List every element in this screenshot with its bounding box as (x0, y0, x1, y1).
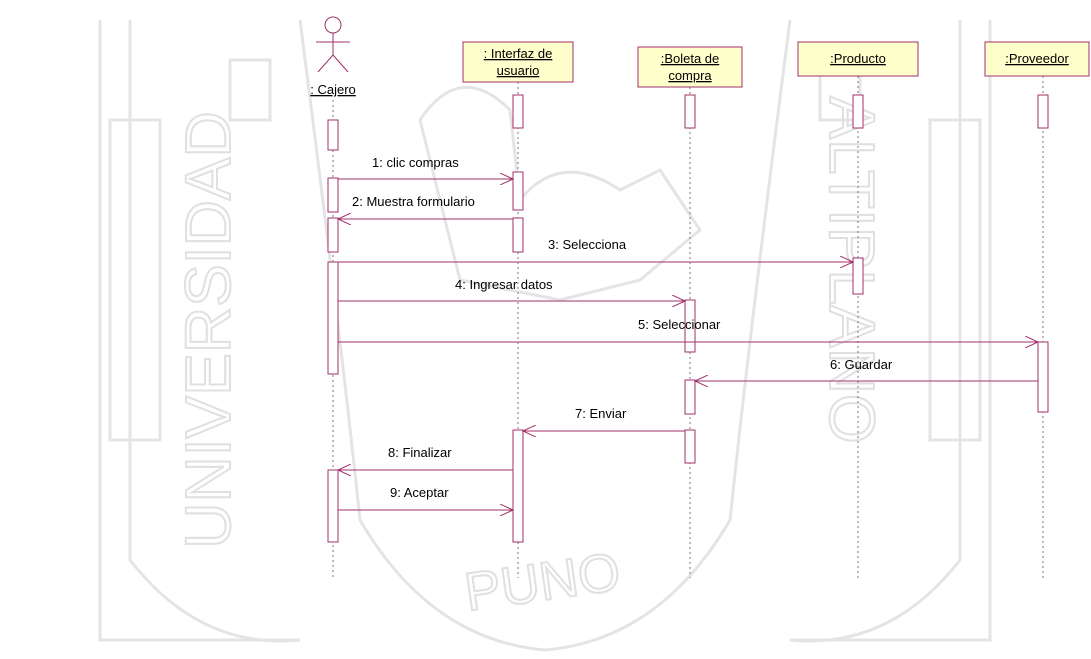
message-label-2: 2: Muestra formulario (352, 194, 475, 209)
actor-head (324, 16, 342, 34)
object-label: :Producto (830, 51, 886, 66)
actor-cajero[interactable]: : Cajero (310, 16, 356, 97)
message-label-3: 3: Selecciona (548, 237, 627, 252)
activation-bar (1037, 94, 1049, 129)
activation-bar (327, 217, 339, 253)
message-label-9: 9: Aceptar (390, 485, 449, 500)
object-label: :Proveedor (1005, 51, 1069, 66)
object-boleta-compra[interactable]: :Boleta de compra (637, 46, 743, 88)
activation-bar (327, 119, 339, 151)
object-label-line2: usuario (497, 63, 540, 78)
watermark-right-text: ALTIPLANO (816, 96, 888, 443)
message-label-6: 6: Guardar (830, 357, 893, 372)
object-label-line1: : Interfaz de (484, 46, 553, 61)
activation-bar (327, 177, 339, 213)
activation-bar (512, 429, 524, 543)
activation-bar (512, 217, 524, 253)
object-proveedor[interactable]: :Proveedor (984, 41, 1090, 77)
object-producto[interactable]: :Producto (797, 41, 919, 77)
activation-bar (327, 469, 339, 543)
message-label-1: 1: clic compras (372, 155, 459, 170)
activation-bar (684, 299, 696, 353)
activation-bar (512, 94, 524, 129)
message-label-8: 8: Finalizar (388, 445, 452, 460)
activation-bar (852, 257, 864, 295)
activation-bar (852, 94, 864, 129)
activation-bar (327, 261, 339, 375)
object-interfaz-usuario[interactable]: : Interfaz de usuario (462, 41, 574, 83)
activation-bar (684, 379, 696, 415)
watermark-left-text: UNIVERSIDAD (172, 111, 244, 548)
activation-bar (512, 171, 524, 211)
object-label-line2: compra (668, 68, 712, 83)
activation-bar (684, 94, 696, 129)
activation-bar (684, 429, 696, 464)
message-label-7: 7: Enviar (575, 406, 627, 421)
object-label-line1: :Boleta de (661, 51, 720, 66)
message-label-4: 4: Ingresar datos (455, 277, 553, 292)
activation-bar (1037, 341, 1049, 413)
actor-label: : Cajero (310, 82, 356, 97)
message-label-5: 5: Seleccionar (638, 317, 721, 332)
